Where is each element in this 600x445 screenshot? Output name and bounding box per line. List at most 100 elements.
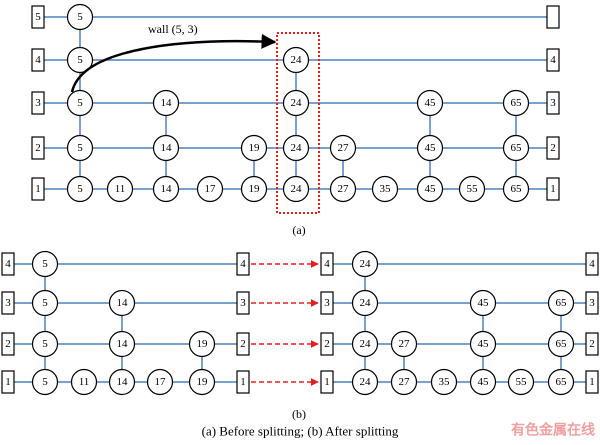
node-b-right-2-1-label: 24	[360, 297, 372, 309]
node-a-3-1: 5	[66, 89, 94, 117]
header-box-b-left-1-label: 4	[5, 258, 11, 270]
tail-box-a-5-rect	[546, 177, 560, 201]
node-b-left-3-2-circle	[108, 330, 136, 358]
node-a-3-5-circle	[502, 89, 530, 117]
node-a-4-5-label: 27	[338, 142, 350, 154]
tail-box-a-3: 3	[546, 91, 560, 115]
node-b-right-4-3-circle	[430, 368, 458, 396]
tail-box-b-right-3: 2	[585, 332, 599, 356]
node-a-1-1: 5	[66, 3, 94, 31]
header-box-a-2: 4	[31, 48, 45, 72]
node-b-left-4-1-circle	[31, 368, 59, 396]
header-box-b-right-4-label: 1	[324, 376, 330, 388]
node-b-left-3-3-circle	[188, 330, 216, 358]
node-a-5-10-circle	[458, 175, 486, 203]
header-box-a-2-rect	[31, 48, 45, 72]
node-a-3-4-circle	[416, 89, 444, 117]
node-b-left-4-3-circle	[108, 368, 136, 396]
node-a-4-5-circle	[329, 134, 357, 162]
node-a-4-6: 45	[416, 134, 444, 162]
node-a-5-5-label: 19	[249, 183, 261, 195]
node-b-right-1-1: 24	[351, 250, 379, 278]
node-a-5-9-circle	[416, 175, 444, 203]
node-a-5-10: 55	[458, 175, 486, 203]
tail-box-b-right-2: 3	[585, 291, 599, 315]
node-b-left-4-4-label: 17	[155, 376, 167, 388]
header-box-b-left-2: 3	[1, 291, 15, 315]
tail-box-a-3-rect	[546, 91, 560, 115]
node-a-3-2-label: 14	[161, 97, 173, 109]
node-a-5-6-label: 24	[291, 183, 303, 195]
node-b-right-3-3: 45	[469, 330, 497, 358]
part-a-label: (a)	[292, 223, 305, 237]
tail-box-b-left-1-rect	[236, 252, 250, 276]
tail-box-a-2: 4	[546, 48, 560, 72]
node-a-3-3-circle	[282, 89, 310, 117]
node-b-right-2-2-circle	[469, 289, 497, 317]
part-b-label: (b)	[292, 407, 306, 421]
node-a-5-3: 14	[152, 175, 180, 203]
node-b-right-2-1: 24	[351, 289, 379, 317]
node-a-4-3: 19	[240, 134, 268, 162]
node-b-right-1-1-circle	[351, 250, 379, 278]
node-a-5-7-label: 27	[338, 183, 350, 195]
node-a-5-2-label: 11	[115, 183, 126, 195]
node-b-left-4-5-circle	[188, 368, 216, 396]
wall-arrow	[70, 33, 277, 93]
header-box-a-1-label: 5	[35, 11, 41, 23]
tail-box-b-left-1-label: 4	[240, 258, 246, 270]
node-b-left-2-2-label: 14	[117, 297, 129, 309]
header-box-b-right-2-rect	[320, 291, 334, 315]
node-a-5-11: 65	[502, 175, 530, 203]
node-b-right-3-2: 27	[390, 330, 418, 358]
node-a-5-5: 19	[240, 175, 268, 203]
header-box-b-right-3: 2	[320, 332, 334, 356]
node-a-2-2-label: 24	[291, 54, 303, 66]
header-box-b-right-3-rect	[320, 332, 334, 356]
node-b-left-4-4-circle	[146, 368, 174, 396]
node-b-left-4-2-circle	[70, 368, 98, 396]
node-a-4-4-label: 24	[291, 142, 303, 154]
split-column-highlight	[276, 32, 320, 214]
node-b-right-4-2: 27	[390, 368, 418, 396]
node-a-3-4: 45	[416, 89, 444, 117]
header-box-b-left-4-rect	[1, 370, 15, 394]
node-a-5-8-label: 35	[380, 183, 392, 195]
node-a-5-4-circle	[196, 175, 224, 203]
node-a-1-1-circle	[66, 3, 94, 31]
node-a-5-6: 24	[282, 175, 310, 203]
tail-box-a-5: 1	[546, 177, 560, 201]
node-b-right-1-1-label: 24	[360, 258, 372, 270]
header-box-b-right-1-label: 4	[324, 258, 330, 270]
node-b-right-4-1-label: 24	[360, 376, 372, 388]
header-box-b-right-4-rect	[320, 370, 334, 394]
node-b-right-3-3-circle	[469, 330, 497, 358]
node-b-right-3-1-label: 24	[360, 338, 372, 350]
tail-box-b-right-4-rect	[585, 370, 599, 394]
tail-box-b-left-3-rect	[236, 332, 250, 356]
node-a-5-9: 45	[416, 175, 444, 203]
tail-box-a-4-label: 2	[550, 142, 556, 154]
node-a-4-6-label: 45	[425, 142, 437, 154]
node-a-5-9-label: 45	[425, 183, 437, 195]
header-box-a-3: 3	[31, 91, 45, 115]
node-b-left-4-3: 14	[108, 368, 136, 396]
node-b-right-4-3: 35	[430, 368, 458, 396]
node-b-left-3-2-label: 14	[117, 338, 129, 350]
node-b-right-2-3: 65	[547, 289, 575, 317]
tail-box-a-4: 2	[546, 136, 560, 160]
tail-box-a-3-label: 3	[550, 97, 556, 109]
node-a-5-11-label: 65	[511, 183, 523, 195]
node-b-right-3-2-label: 27	[399, 338, 411, 350]
header-box-b-right-1: 4	[320, 252, 334, 276]
header-box-b-right-4: 1	[320, 370, 334, 394]
header-box-b-right-1-rect	[320, 252, 334, 276]
tail-box-b-left-4-label: 1	[240, 376, 246, 388]
node-b-left-4-4: 17	[146, 368, 174, 396]
header-box-b-left-4-label: 1	[5, 376, 11, 388]
node-a-4-6-circle	[416, 134, 444, 162]
header-box-b-left-1-rect	[1, 252, 15, 276]
tail-box-b-right-2-rect	[585, 291, 599, 315]
node-a-4-4: 24	[282, 134, 310, 162]
